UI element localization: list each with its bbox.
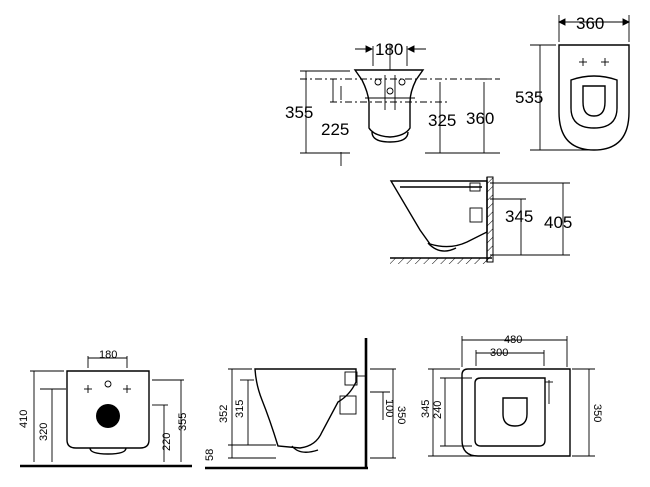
dim-360-plan-label: 360 [576, 14, 604, 33]
bottom-plan-drain [502, 397, 528, 427]
dim-240-label: 240 [432, 401, 444, 419]
dim-220-355 [152, 379, 184, 462]
bottom-side-foot [291, 445, 319, 453]
dim-345-405 [490, 182, 570, 256]
side-bowl-foot [427, 242, 457, 252]
dim-480-300 [461, 336, 568, 367]
plan-bowl-inner [570, 75, 618, 129]
dim-405-side-label: 405 [544, 213, 572, 232]
dim-345-240-plan [428, 368, 476, 457]
dim-225-top-label: 225 [321, 120, 349, 139]
dim-220-label: 220 [161, 433, 173, 451]
top-plan-view: 360 535 [515, 14, 631, 151]
bottom-plan-holes [545, 380, 553, 404]
dim-345-plan-label: 345 [420, 400, 432, 418]
dim-350-side-label: 350 [395, 406, 407, 424]
dim-480-label: 480 [504, 334, 522, 346]
bottom-front-outline [66, 370, 150, 449]
front-bowl-outline [353, 69, 425, 138]
front-hole-markers [365, 75, 415, 110]
dim-315-label: 315 [234, 400, 246, 418]
dim-325-360-top [425, 78, 500, 154]
bottom-side-view: 352 315 350 100 58 [204, 338, 407, 470]
bottom-plan-outline [461, 368, 571, 457]
dim-325-top-label: 325 [428, 111, 456, 130]
dim-350-plan [572, 368, 595, 457]
dim-345-side-label: 345 [505, 207, 533, 226]
bottom-plan-view: 480 300 345 240 350 [420, 334, 603, 457]
side-bowl-outline [389, 180, 488, 248]
dim-180-bottom-label: 180 [99, 349, 117, 361]
dim-320-label: 320 [38, 423, 50, 441]
side-floor-hatch [390, 258, 490, 264]
dim-355-top-label: 355 [285, 103, 313, 122]
bottom-side-bowl [254, 368, 357, 449]
top-side-view: 345 405 [389, 176, 572, 264]
dim-bottom-side [228, 368, 396, 459]
dim-355-bottom-label: 355 [177, 413, 189, 431]
dim-352-label: 352 [218, 405, 230, 423]
dim-410-320 [30, 370, 66, 462]
dim-355-top [300, 70, 350, 166]
dim-100-label: 100 [383, 399, 395, 417]
front-bowl-base [371, 131, 409, 143]
dim-180-top-label: 180 [375, 40, 403, 59]
dim-535-plan-label: 535 [515, 88, 543, 107]
bottom-side-fixings [339, 371, 366, 415]
bottom-front-drain [96, 404, 120, 428]
dim-410-label: 410 [18, 410, 30, 428]
bottom-front-base [89, 447, 127, 455]
dim-360-plan [557, 15, 631, 42]
dim-350-plan-label: 350 [591, 404, 603, 422]
dim-535-plan [530, 44, 590, 151]
plan-hole-markers [579, 58, 609, 66]
top-front-view: 180 355 225 325 360 [285, 40, 500, 166]
bottom-front-view: 180 410 320 220 355 [18, 349, 192, 468]
plan-bowl-drain [582, 85, 606, 117]
dim-180-top [355, 45, 426, 66]
side-wall-hatch [486, 176, 494, 263]
bottom-plan-inner [474, 377, 546, 447]
bottom-front-holes [84, 356, 131, 393]
dim-300-label: 300 [490, 347, 508, 359]
side-fixings [469, 182, 483, 223]
dim-58-label: 58 [204, 449, 216, 461]
dim-360-top-label: 360 [466, 109, 494, 128]
plan-bowl-outline [558, 44, 630, 151]
